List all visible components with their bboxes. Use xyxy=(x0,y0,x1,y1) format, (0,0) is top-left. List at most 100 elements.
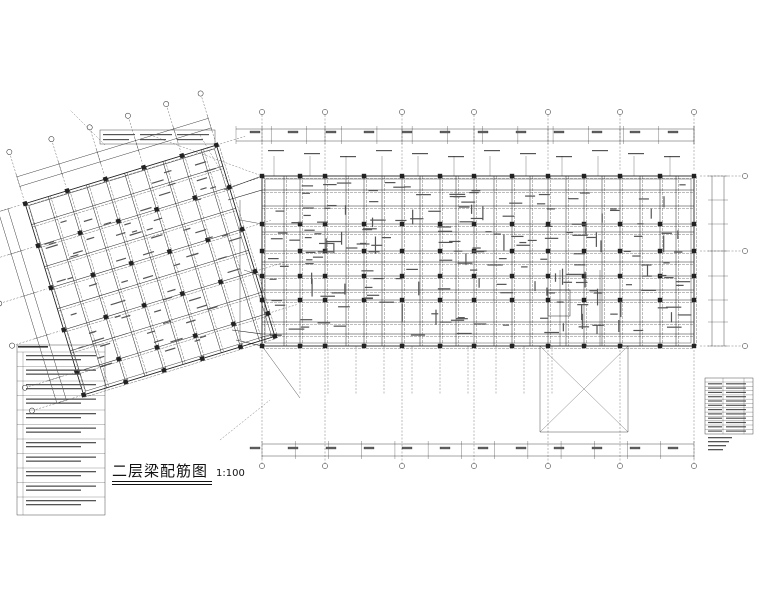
callout-text xyxy=(103,139,129,141)
rot-dimension-line xyxy=(16,118,209,178)
rot-axis-line xyxy=(0,204,22,219)
column xyxy=(581,173,587,179)
column xyxy=(322,173,328,179)
rebar-label xyxy=(546,208,555,210)
rot-rebar-label xyxy=(195,228,207,234)
rebar-label xyxy=(666,326,682,328)
rebar-label xyxy=(502,324,510,326)
axis-bubble-bottom xyxy=(617,463,623,469)
rot-rebar-label xyxy=(92,337,105,343)
dim-text xyxy=(591,130,603,134)
rebar-label xyxy=(677,314,692,316)
rebar-label-vertical xyxy=(344,283,346,295)
rot-rebar-label xyxy=(194,161,207,166)
beam-callout xyxy=(592,150,608,152)
rebar-label xyxy=(333,325,346,327)
column xyxy=(657,221,663,227)
rot-column xyxy=(64,187,70,194)
rebar-label-vertical xyxy=(482,206,484,221)
link-beam xyxy=(243,269,263,277)
rebar-label xyxy=(381,237,391,239)
schedule-text xyxy=(708,421,722,424)
notes-text xyxy=(26,442,96,444)
rebar-label xyxy=(527,239,537,242)
rot-column xyxy=(115,218,122,224)
schedule-table xyxy=(704,377,754,451)
rot-rebar-label xyxy=(170,337,183,343)
rebar-label-vertical xyxy=(401,303,403,322)
rot-rebar-label xyxy=(196,177,208,182)
schedule-text xyxy=(726,400,746,402)
rebar-label xyxy=(379,301,394,303)
rebar-label xyxy=(449,240,461,243)
rebar-label-vertical xyxy=(596,324,598,335)
rot-rebar-label xyxy=(140,206,152,212)
column xyxy=(297,173,303,179)
rebar-label xyxy=(271,299,282,302)
rebar-label xyxy=(544,331,560,334)
link-beam xyxy=(227,189,263,201)
column xyxy=(471,221,477,227)
column xyxy=(399,248,405,254)
rot-rebar-label xyxy=(48,241,56,246)
rebar-label xyxy=(567,198,579,200)
schedule-text xyxy=(726,383,746,385)
rot-beam-v xyxy=(105,178,165,371)
rebar-label xyxy=(270,238,283,240)
rot-axis-bubble xyxy=(6,149,13,155)
rebar-label xyxy=(579,192,590,194)
rebar-label xyxy=(305,251,316,253)
schedule-text xyxy=(726,417,746,419)
rot-rebar-label xyxy=(131,230,138,233)
rebar-label xyxy=(544,225,553,228)
rebar-label xyxy=(540,317,549,319)
rebar-label xyxy=(586,236,596,239)
column xyxy=(322,221,328,227)
dim-text xyxy=(553,446,565,450)
column xyxy=(437,248,443,254)
rot-rebar-label xyxy=(164,347,176,352)
column xyxy=(437,273,443,279)
dim-text xyxy=(287,446,299,450)
rot-beam-v-edge xyxy=(50,195,110,388)
rebar-label-vertical xyxy=(601,213,603,223)
dim-text xyxy=(401,446,413,450)
beam-callout xyxy=(628,153,644,155)
rebar-label xyxy=(457,262,473,264)
axis-bubble-bottom xyxy=(259,463,265,469)
rebar-label xyxy=(548,292,555,294)
schedule-note xyxy=(708,449,723,451)
column xyxy=(361,297,367,303)
rot-column xyxy=(213,142,220,148)
notes-text xyxy=(26,384,96,386)
rebar-label xyxy=(369,201,379,203)
rebar-label-vertical xyxy=(620,301,622,318)
rot-rebar-label xyxy=(222,233,229,237)
rebar-label xyxy=(675,281,691,283)
callout-text xyxy=(103,134,135,136)
rebar-label-vertical xyxy=(311,272,313,284)
rebar-label xyxy=(509,202,523,204)
schedule-text xyxy=(726,409,746,411)
rebar-label xyxy=(472,247,481,249)
column xyxy=(581,297,587,303)
rebar-label xyxy=(410,334,426,336)
rebar-label xyxy=(485,231,492,233)
schedule-frame xyxy=(704,377,754,435)
rebar-label xyxy=(320,295,335,297)
rebar-label xyxy=(303,214,311,217)
dim-text xyxy=(249,130,261,134)
dim-text xyxy=(629,446,641,450)
column xyxy=(657,248,663,254)
rebar-label xyxy=(487,264,503,266)
rebar-label xyxy=(674,251,683,253)
rot-rebar-label xyxy=(158,191,171,197)
rebar-label xyxy=(625,284,633,286)
rot-beam-v xyxy=(66,190,126,383)
rot-column xyxy=(226,184,233,190)
column xyxy=(545,343,551,349)
rebar-label-vertical xyxy=(663,235,665,253)
rebar-label xyxy=(663,262,670,264)
rot-rebar-label xyxy=(124,222,131,226)
rebar-label xyxy=(610,209,620,212)
